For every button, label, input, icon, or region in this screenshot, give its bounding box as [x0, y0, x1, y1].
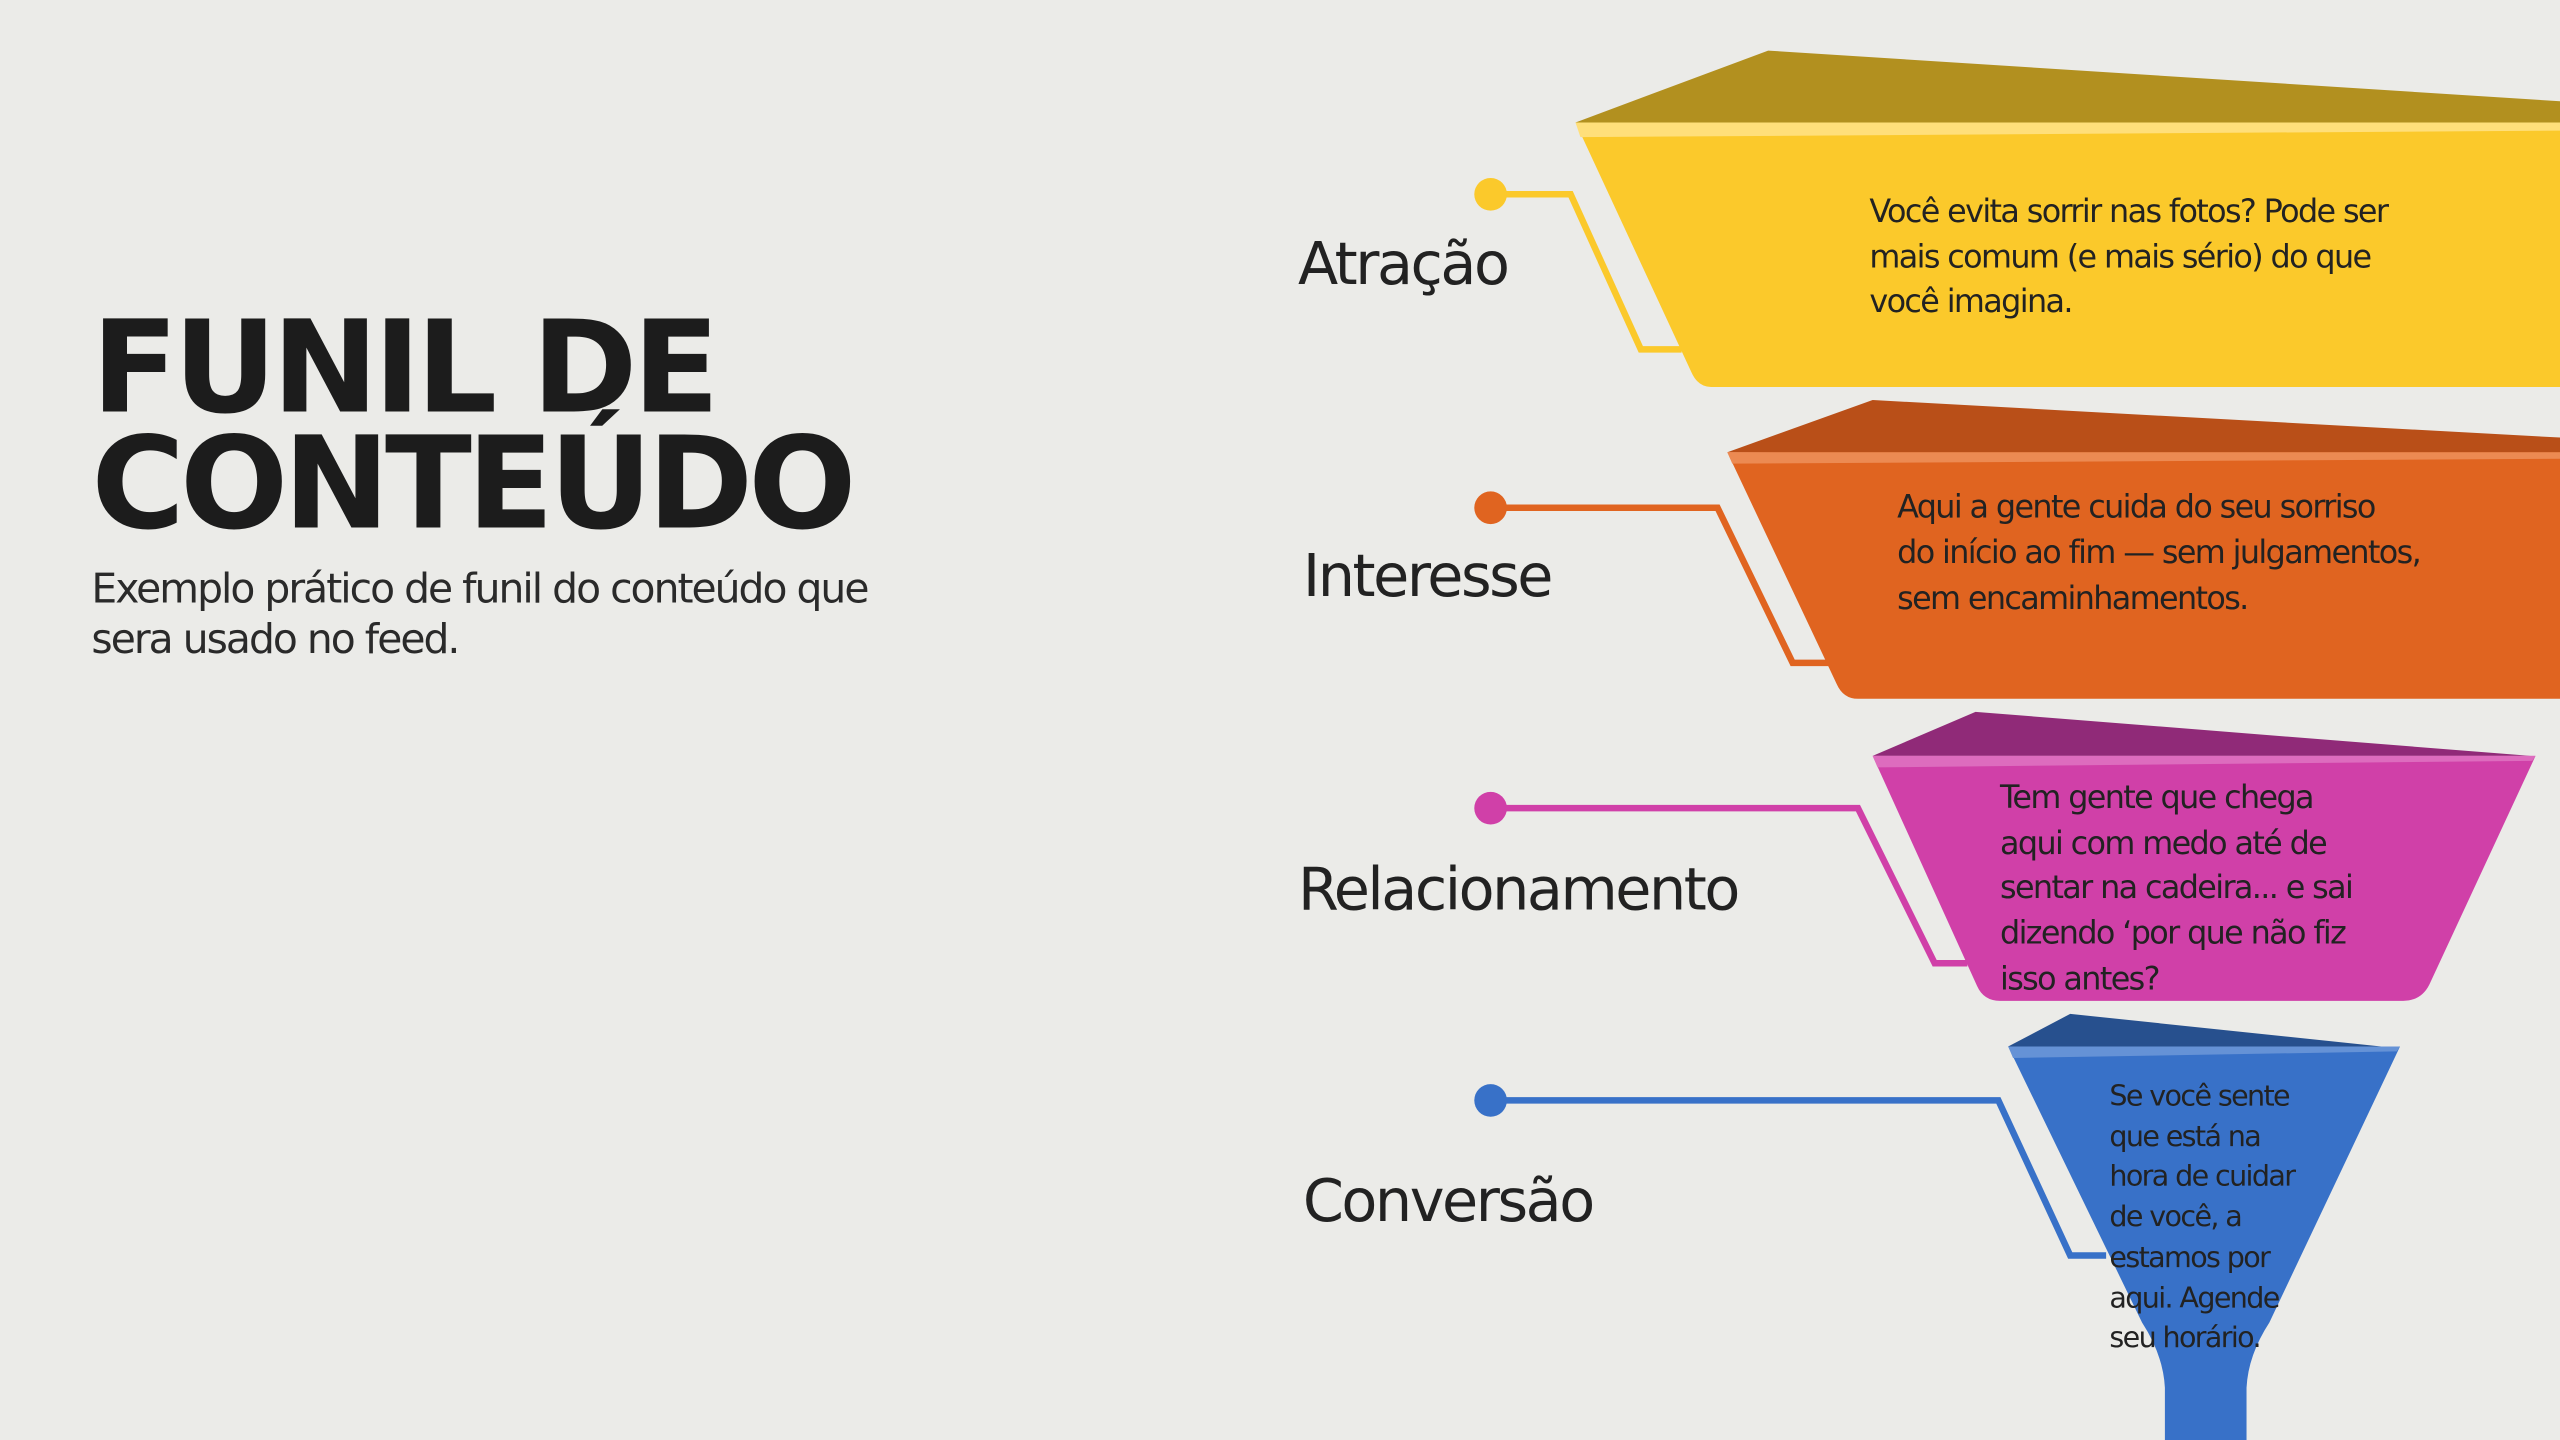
funnel-stage-atracao: Atração Você evita sorrir nas fotos? Pod… [1298, 50, 2560, 387]
stage-text-line: aqui. Agende [2109, 1281, 2279, 1315]
stage-text-line: hora de cuidar [2109, 1158, 2296, 1192]
funnel-stage-relacionamento: Relacionamento Tem gente que chega aqui … [1298, 711, 2536, 1001]
stage-body [1727, 452, 2560, 699]
stage-top-face [2008, 1013, 2397, 1049]
stage-text-line: estamos por [2109, 1240, 2271, 1274]
stage-text-line: Você evita sorrir nas fotos? Pode ser [1869, 192, 2389, 230]
connector-line [1490, 804, 1968, 967]
stage-text-line: Tem gente que chega [1999, 778, 2313, 816]
stage-label: Interesse [1303, 541, 1551, 610]
title-line-1: FUNIL DE [91, 294, 714, 442]
funnel-stage-conversao: Conversão Se você sente que está na hora… [1303, 1013, 2400, 1440]
subtitle-line-2: sera usado no feed. [91, 615, 458, 663]
stage-label: Atração [1298, 229, 1508, 298]
funnel-stage-interesse: Interesse Aqui a gente cuida do seu sorr… [1303, 400, 2560, 699]
connector-dot [1474, 177, 1507, 211]
stage-text-line: de você, a [2109, 1199, 2241, 1233]
subtitle-line-1: Exemplo prático de funil do conteúdo que [91, 564, 867, 612]
connector-line [1490, 1097, 2107, 1259]
stage-text-line: dizendo ‘por que não fiz [2000, 914, 2346, 952]
stage-body [1872, 755, 2536, 1001]
connector-dot [1474, 791, 1507, 825]
stage-text-line: mais comum (e mais sério) do que [1869, 238, 2370, 276]
stage-text-line: isso antes? [2000, 959, 2159, 997]
stage-label: Relacionamento [1298, 854, 1738, 923]
connector-dot [1474, 1084, 1507, 1117]
stage-label: Conversão [1303, 1166, 1593, 1235]
stage-top-face [1575, 50, 2560, 126]
connector-line [1490, 504, 1829, 667]
stage-text-line: do início ao fim — sem julgamentos, [1897, 533, 2420, 571]
stage-body [2008, 1046, 2400, 1440]
stage-text-line: aqui com medo até de [2000, 824, 2326, 862]
stage-text-line: seu horário. [2109, 1320, 2260, 1354]
connector-dot [1474, 491, 1507, 525]
stage-text-line: sentar na cadeira... e sai [2000, 868, 2352, 906]
stage-body [1575, 122, 2560, 387]
stage-top-face [1872, 711, 2531, 756]
stage-text-line: Se você sente [2109, 1078, 2290, 1112]
stage-text-line: você imagina. [1869, 282, 2071, 320]
stage-text-line: sem encaminhamentos. [1897, 579, 2248, 617]
connector-line [1490, 191, 1682, 353]
stage-text-line: que está na [2109, 1119, 2260, 1153]
title-line-2: CONTEÚDO [91, 409, 851, 558]
stage-top-face [1727, 400, 2560, 456]
stage-text-line: Aqui a gente cuida do seu sorriso [1897, 488, 2375, 526]
